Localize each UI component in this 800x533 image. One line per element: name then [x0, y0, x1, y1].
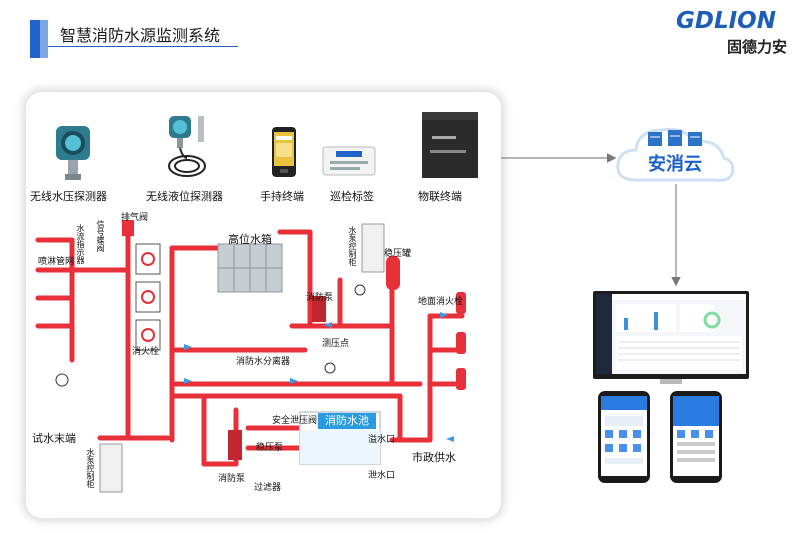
label-pressure-point: 测压点 — [322, 339, 350, 349]
device-label-iot: 物联终端 — [418, 190, 462, 203]
pump-control-cabinet-1 — [361, 223, 385, 273]
label-pump-ctrl-1: 水泵控制柜 — [348, 226, 357, 266]
logo-text-cn: 固德力安 — [727, 38, 788, 56]
device-label-tag: 巡检标签 — [330, 190, 374, 203]
hydrant-box-2 — [135, 281, 161, 313]
flow-arrows — [184, 312, 454, 442]
label-filter: 过滤器 — [254, 483, 282, 493]
handheld-terminal-icon — [272, 127, 296, 177]
exhaust-valve — [122, 220, 134, 236]
label-drain: 泄水口 — [368, 471, 396, 481]
hydrant-box-3 — [135, 319, 161, 351]
phone-app-icon-2 — [670, 391, 722, 483]
fire-pump-upper — [312, 296, 326, 322]
label-fire-pool: 消防水池 — [318, 413, 376, 429]
label-exhaust-valve: 排气阀 — [121, 213, 149, 223]
label-stab-pump: 稳压泵 — [256, 443, 284, 453]
pump-control-cabinet-2 — [99, 443, 123, 493]
iot-terminal-icon — [422, 112, 478, 178]
device-label-level: 无线液位探测器 — [146, 190, 223, 203]
label-signal-valve: 信号蝶阀 — [96, 220, 105, 252]
ground-hydrant-2 — [456, 332, 466, 354]
pressure-tank — [386, 256, 400, 290]
device-label-handheld: 手持终端 — [260, 190, 304, 203]
label-flow-indicator: 水流指示器 — [76, 224, 85, 264]
ground-hydrant-3 — [456, 368, 466, 390]
page-title: 智慧消防水源监测系统 — [60, 26, 221, 45]
high-water-tank — [217, 243, 283, 293]
level-detector-icon — [168, 116, 206, 177]
device-label-pressure: 无线水压探测器 — [30, 190, 107, 203]
label-high-tank: 高位水箱 — [228, 233, 272, 246]
title-underline — [48, 46, 238, 47]
label-test-end: 试水末端 — [32, 432, 76, 445]
label-municipal: 市政供水 — [412, 451, 456, 464]
cloud-label: 安消云 — [648, 154, 702, 175]
label-ground-hydrant: 地面消火栓 — [418, 297, 464, 307]
ground-hydrant-1 — [456, 292, 466, 314]
title-accent-bar-light — [40, 20, 48, 58]
fire-pump-lower — [228, 430, 242, 460]
label-spray-pipe: 喷淋管网 — [38, 257, 75, 267]
phone-app-icon — [598, 391, 650, 483]
pressure-gauge-3 — [354, 284, 366, 296]
logo-text-en: GDLION — [676, 8, 776, 34]
patrol-tag-icon — [322, 146, 376, 176]
label-overflow: 溢水口 — [368, 435, 396, 445]
label-pump-ctrl-2: 水泵控制柜 — [86, 448, 95, 488]
label-fire-hydrant: 消火栓 — [132, 347, 160, 357]
label-pump-lower: 消防泵 — [218, 474, 246, 484]
label-pump-upper: 消防泵 — [306, 293, 334, 303]
title-accent-bar — [30, 20, 40, 58]
pressure-detector-icon — [56, 126, 90, 180]
pressure-gauge-1 — [55, 373, 69, 387]
pressure-gauge-2 — [324, 362, 336, 374]
brand-logo: GDLION 固德力安 — [676, 8, 788, 56]
cloud-icon — [616, 127, 735, 182]
label-safety-valve: 安全泄压阀 — [272, 416, 318, 426]
monitor-dashboard-icon — [593, 291, 749, 384]
label-pressure-tank: 稳压罐 — [384, 249, 412, 259]
hydrant-box-1 — [135, 243, 161, 275]
label-distributor: 消防水分离器 — [236, 357, 291, 367]
